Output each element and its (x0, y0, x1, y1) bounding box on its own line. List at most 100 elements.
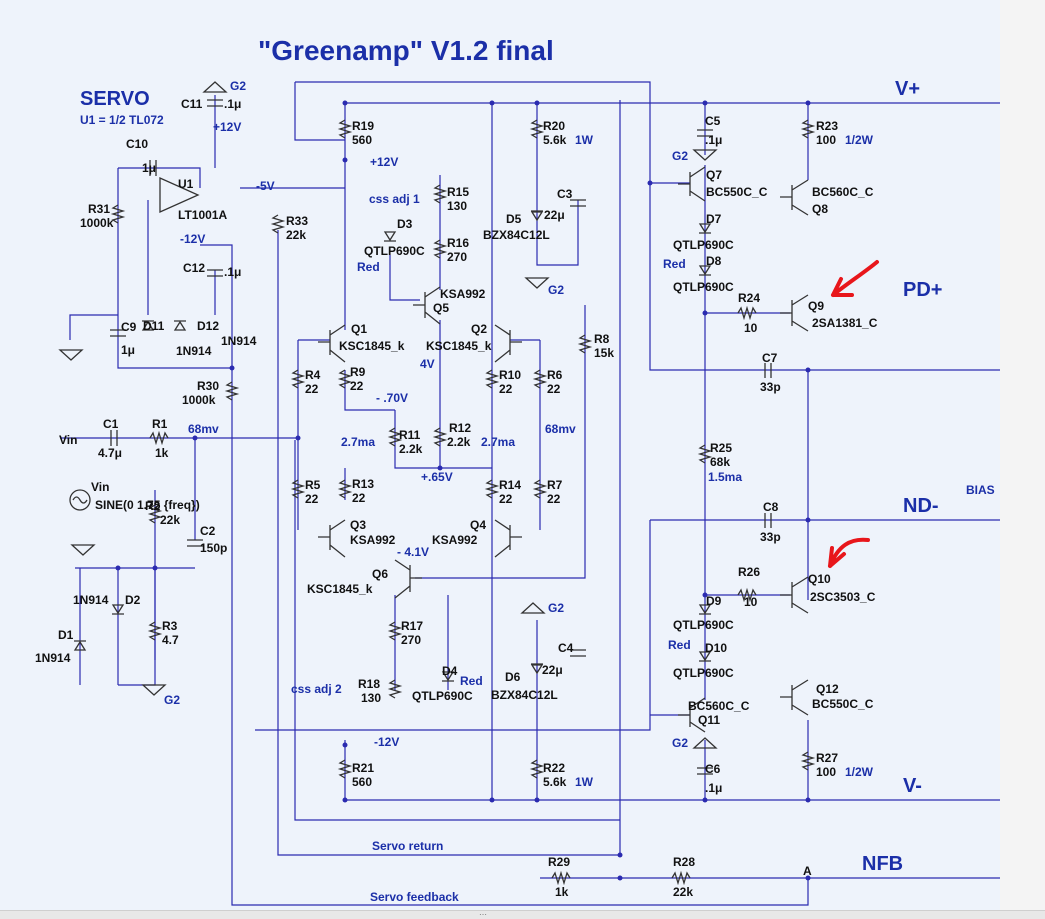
rail-vplus-label: V+ (895, 78, 920, 100)
r4-symbol (290, 369, 306, 389)
component-ref: R6 (547, 368, 563, 382)
component-value: 4.7μ (98, 446, 122, 460)
c4-symbol (570, 649, 586, 657)
horizontal-scrollbar[interactable]: ⋯ (0, 910, 1045, 919)
component-ref: C6 (705, 762, 721, 776)
ground-symbol (692, 737, 718, 749)
component-value: BZX84C12L (491, 688, 558, 702)
led-color: Red (663, 257, 686, 271)
q10-symbol (780, 576, 809, 614)
component-value: 1N914 (176, 344, 212, 358)
component-ref: R14 (499, 478, 521, 492)
component-ref: R29 (548, 855, 570, 869)
component-value: 2.2k (447, 435, 471, 449)
component-ref: R26 (738, 565, 760, 579)
r11-symbol (387, 427, 403, 447)
component-ref: D1 (58, 628, 74, 642)
component-value: .1μ (224, 97, 241, 111)
red-annotation-arrow-q10 (828, 537, 870, 568)
q11-symbol (678, 697, 706, 733)
component-ref: D5 (506, 212, 522, 226)
component-ref: R20 (543, 119, 565, 133)
q2-symbol (494, 324, 522, 363)
bias-label: BIAS (966, 483, 995, 497)
r2-symbol (147, 504, 163, 524)
net-label: 2.7ma (481, 435, 515, 449)
net-label: -12V (180, 232, 205, 246)
component-ref: R23 (816, 119, 838, 133)
component-ref: Q4 (470, 518, 486, 532)
r9-symbol (337, 369, 353, 389)
component-value: 22 (350, 379, 364, 393)
component-value: 100 (816, 765, 836, 779)
d1-symbol (73, 640, 87, 651)
component-ref: C2 (200, 524, 216, 538)
r19-symbol (337, 119, 353, 139)
component-ref: D8 (706, 254, 722, 268)
component-value: 130 (361, 691, 381, 705)
component-value: 22k (160, 513, 180, 527)
component-value: .1μ (705, 133, 722, 147)
component-value: BC560C_C (812, 185, 874, 199)
component-value: KSC1845_k (307, 582, 373, 596)
component-ref: R18 (358, 677, 380, 691)
r7-symbol (532, 479, 548, 499)
component-ref: D10 (705, 641, 727, 655)
d7-symbol (698, 223, 712, 234)
q4-symbol (494, 519, 522, 558)
r21-symbol (337, 759, 353, 779)
q5-symbol (413, 286, 441, 325)
r8-symbol (577, 334, 593, 354)
r6-symbol (532, 369, 548, 389)
component-ref: Q6 (372, 567, 388, 581)
ground-symbol (70, 544, 96, 556)
net-label: 68mv (188, 422, 219, 436)
q1-symbol (318, 324, 346, 363)
net-label: +12V (213, 120, 241, 134)
component-ref: R2 (145, 499, 161, 513)
component-value: 10 (744, 595, 758, 609)
component-ref: Q9 (808, 299, 824, 313)
d6-symbol (530, 663, 544, 675)
component-ref: R1 (152, 417, 168, 431)
component-ref: C9 (121, 320, 137, 334)
component-ref: Q1 (351, 322, 367, 336)
node-a-label: A (803, 864, 812, 878)
r27-symbol (800, 751, 816, 771)
component-ref: C8 (763, 500, 779, 514)
r30-symbol (224, 381, 240, 401)
nfb-label: NFB (862, 853, 903, 875)
led-color: Red (460, 674, 483, 688)
component-value: 22 (499, 382, 513, 396)
component-ref: Q10 (808, 572, 831, 586)
component-ref: Q2 (471, 322, 487, 336)
component-ref: R15 (447, 185, 469, 199)
scrollbar-grip-icon[interactable]: ⋯ (479, 910, 487, 919)
component-value: QTLP690C (673, 238, 734, 252)
r23-symbol (800, 119, 816, 139)
c12-symbol (207, 269, 223, 277)
component-value: 270 (447, 250, 467, 264)
component-value: 1000k (80, 216, 114, 230)
net-label: G2 (230, 79, 246, 93)
r20-symbol (529, 119, 545, 139)
component-value: 22 (547, 382, 561, 396)
component-value: 130 (447, 199, 467, 213)
r14-symbol (484, 479, 500, 499)
r24-symbol (737, 305, 757, 321)
component-ref: C5 (705, 114, 721, 128)
component-ref: R16 (447, 236, 469, 250)
component-value: 1μ (121, 343, 135, 357)
r12-symbol (432, 427, 448, 447)
component-ref: D4 (442, 664, 458, 678)
component-value: 22 (547, 492, 561, 506)
rail-pdplus-label: PD+ (903, 279, 942, 301)
net-label: +.65V (421, 470, 453, 484)
d12-symbol (173, 320, 187, 331)
ground-symbol (58, 349, 84, 361)
led-color: Red (668, 638, 691, 652)
component-value: 5.6k (543, 775, 567, 789)
schematic-viewport[interactable]: "Greenamp" V1.2 final SERVO U1 = 1/2 TL0… (0, 0, 1000, 910)
d5-symbol (530, 210, 544, 222)
component-ref: R13 (352, 477, 374, 491)
